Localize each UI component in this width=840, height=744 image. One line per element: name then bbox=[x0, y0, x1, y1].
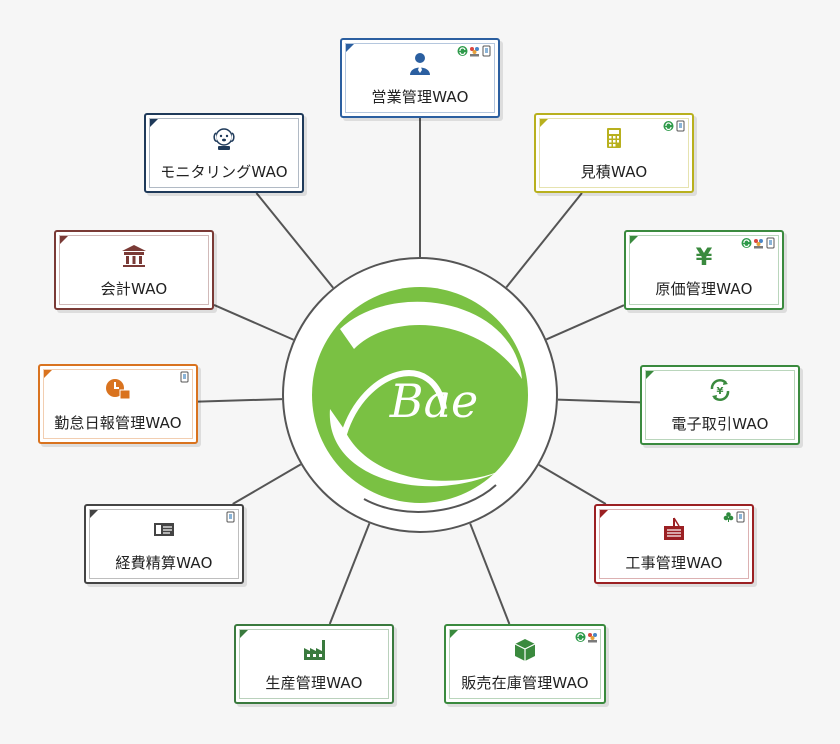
corner-marker bbox=[450, 630, 458, 638]
people-icon bbox=[754, 239, 763, 249]
corner-marker bbox=[150, 119, 158, 127]
calculator-icon bbox=[607, 128, 621, 148]
connector-denshi bbox=[557, 398, 641, 404]
node-keihi[interactable]: 経費精算WAO bbox=[84, 504, 244, 584]
construction-icon bbox=[664, 517, 684, 540]
user-icon bbox=[410, 53, 430, 75]
mobile-icon bbox=[482, 45, 491, 57]
corner-marker bbox=[630, 236, 638, 244]
node-icon-wrap bbox=[601, 125, 627, 155]
node-badges bbox=[663, 120, 686, 132]
node-monitoring[interactable]: モニタリングWAO bbox=[144, 113, 304, 193]
people-icon bbox=[470, 47, 479, 57]
sync-icon bbox=[575, 632, 586, 642]
connector-monitoring bbox=[255, 192, 334, 289]
node-label: 見積WAO bbox=[580, 163, 648, 181]
node-icon-wrap bbox=[661, 516, 687, 546]
connector-genka bbox=[545, 304, 625, 341]
factory-icon bbox=[304, 640, 325, 660]
node-koji[interactable]: 工事管理WAO bbox=[594, 504, 754, 584]
sync-icon bbox=[457, 46, 468, 56]
node-icon-wrap: ¥ bbox=[691, 242, 717, 272]
node-denshi[interactable]: ¥ 電子取引WAO bbox=[640, 365, 800, 445]
building-icon bbox=[122, 245, 146, 267]
mobile-icon bbox=[180, 371, 189, 383]
dog-icon bbox=[213, 128, 235, 150]
people-icon bbox=[588, 633, 597, 643]
node-icon-wrap bbox=[211, 125, 237, 155]
node-badges bbox=[457, 45, 492, 57]
corner-marker bbox=[600, 510, 608, 518]
node-label: 営業管理WAO bbox=[371, 88, 469, 106]
connector-seisan bbox=[328, 523, 371, 625]
connector-hanbai bbox=[469, 523, 511, 625]
corner-marker bbox=[346, 44, 354, 52]
node-label: 電子取引WAO bbox=[671, 415, 769, 433]
sync-icon bbox=[741, 238, 752, 248]
node-icon-wrap bbox=[151, 516, 177, 546]
node-label: 会計WAO bbox=[100, 280, 168, 298]
sync-icon bbox=[663, 121, 674, 131]
corner-marker bbox=[60, 236, 68, 244]
bae-hub[interactable]: Bae bbox=[282, 257, 558, 533]
yen-exchange-icon: ¥ bbox=[710, 379, 730, 401]
logo-text: Bae bbox=[389, 374, 478, 428]
node-badges bbox=[225, 511, 236, 523]
node-badges bbox=[575, 631, 598, 643]
connector-keihi bbox=[232, 463, 302, 505]
mobile-icon bbox=[676, 120, 685, 132]
node-kintai[interactable]: 勤怠日報管理WAO bbox=[38, 364, 198, 444]
corner-marker bbox=[540, 119, 548, 127]
mobile-icon bbox=[766, 237, 775, 249]
mobile-icon bbox=[736, 511, 745, 523]
connector-koji bbox=[538, 463, 607, 505]
mobile-icon bbox=[226, 511, 235, 523]
node-seisan[interactable]: 生産管理WAO bbox=[234, 624, 394, 704]
node-mitsumori[interactable]: 見積WAO bbox=[534, 113, 694, 193]
box-icon bbox=[514, 639, 536, 661]
connector-kintai bbox=[197, 398, 283, 403]
connector-mitsumori bbox=[505, 192, 583, 288]
node-kaikei[interactable]: 会計WAO bbox=[54, 230, 214, 310]
node-label: 勤怠日報管理WAO bbox=[54, 414, 182, 432]
node-label: 経費精算WAO bbox=[115, 554, 213, 572]
node-hanbai[interactable]: 販売在庫管理WAO bbox=[444, 624, 606, 704]
node-icon-wrap: ¥ bbox=[707, 377, 733, 407]
svg-text:¥: ¥ bbox=[696, 243, 713, 268]
corner-marker bbox=[646, 371, 654, 379]
node-icon-wrap bbox=[301, 636, 327, 666]
node-genka[interactable]: ¥ 原価管理WAO bbox=[624, 230, 784, 310]
corner-marker bbox=[90, 510, 98, 518]
node-label: モニタリングWAO bbox=[160, 163, 288, 181]
node-eigyo[interactable]: 営業管理WAO bbox=[340, 38, 500, 118]
bae-logo: Bae bbox=[312, 287, 528, 513]
node-label: 生産管理WAO bbox=[265, 674, 363, 692]
svg-text:¥: ¥ bbox=[717, 386, 724, 397]
corner-marker bbox=[44, 370, 52, 378]
node-label: 工事管理WAO bbox=[625, 554, 723, 572]
clock-icon bbox=[106, 379, 131, 400]
receipt-icon bbox=[154, 523, 174, 536]
node-icon-wrap bbox=[105, 376, 131, 406]
node-icon-wrap bbox=[512, 636, 538, 666]
corner-marker bbox=[240, 630, 248, 638]
connector-kaikei bbox=[213, 304, 294, 341]
node-badges bbox=[179, 371, 190, 383]
yen-icon: ¥ bbox=[696, 243, 713, 271]
node-badges bbox=[741, 237, 776, 249]
node-icon-wrap bbox=[121, 242, 147, 272]
node-icon-wrap bbox=[407, 50, 433, 80]
clover-icon bbox=[723, 512, 734, 522]
node-badges bbox=[723, 511, 746, 523]
node-label: 原価管理WAO bbox=[655, 280, 753, 298]
node-label: 販売在庫管理WAO bbox=[461, 674, 589, 692]
